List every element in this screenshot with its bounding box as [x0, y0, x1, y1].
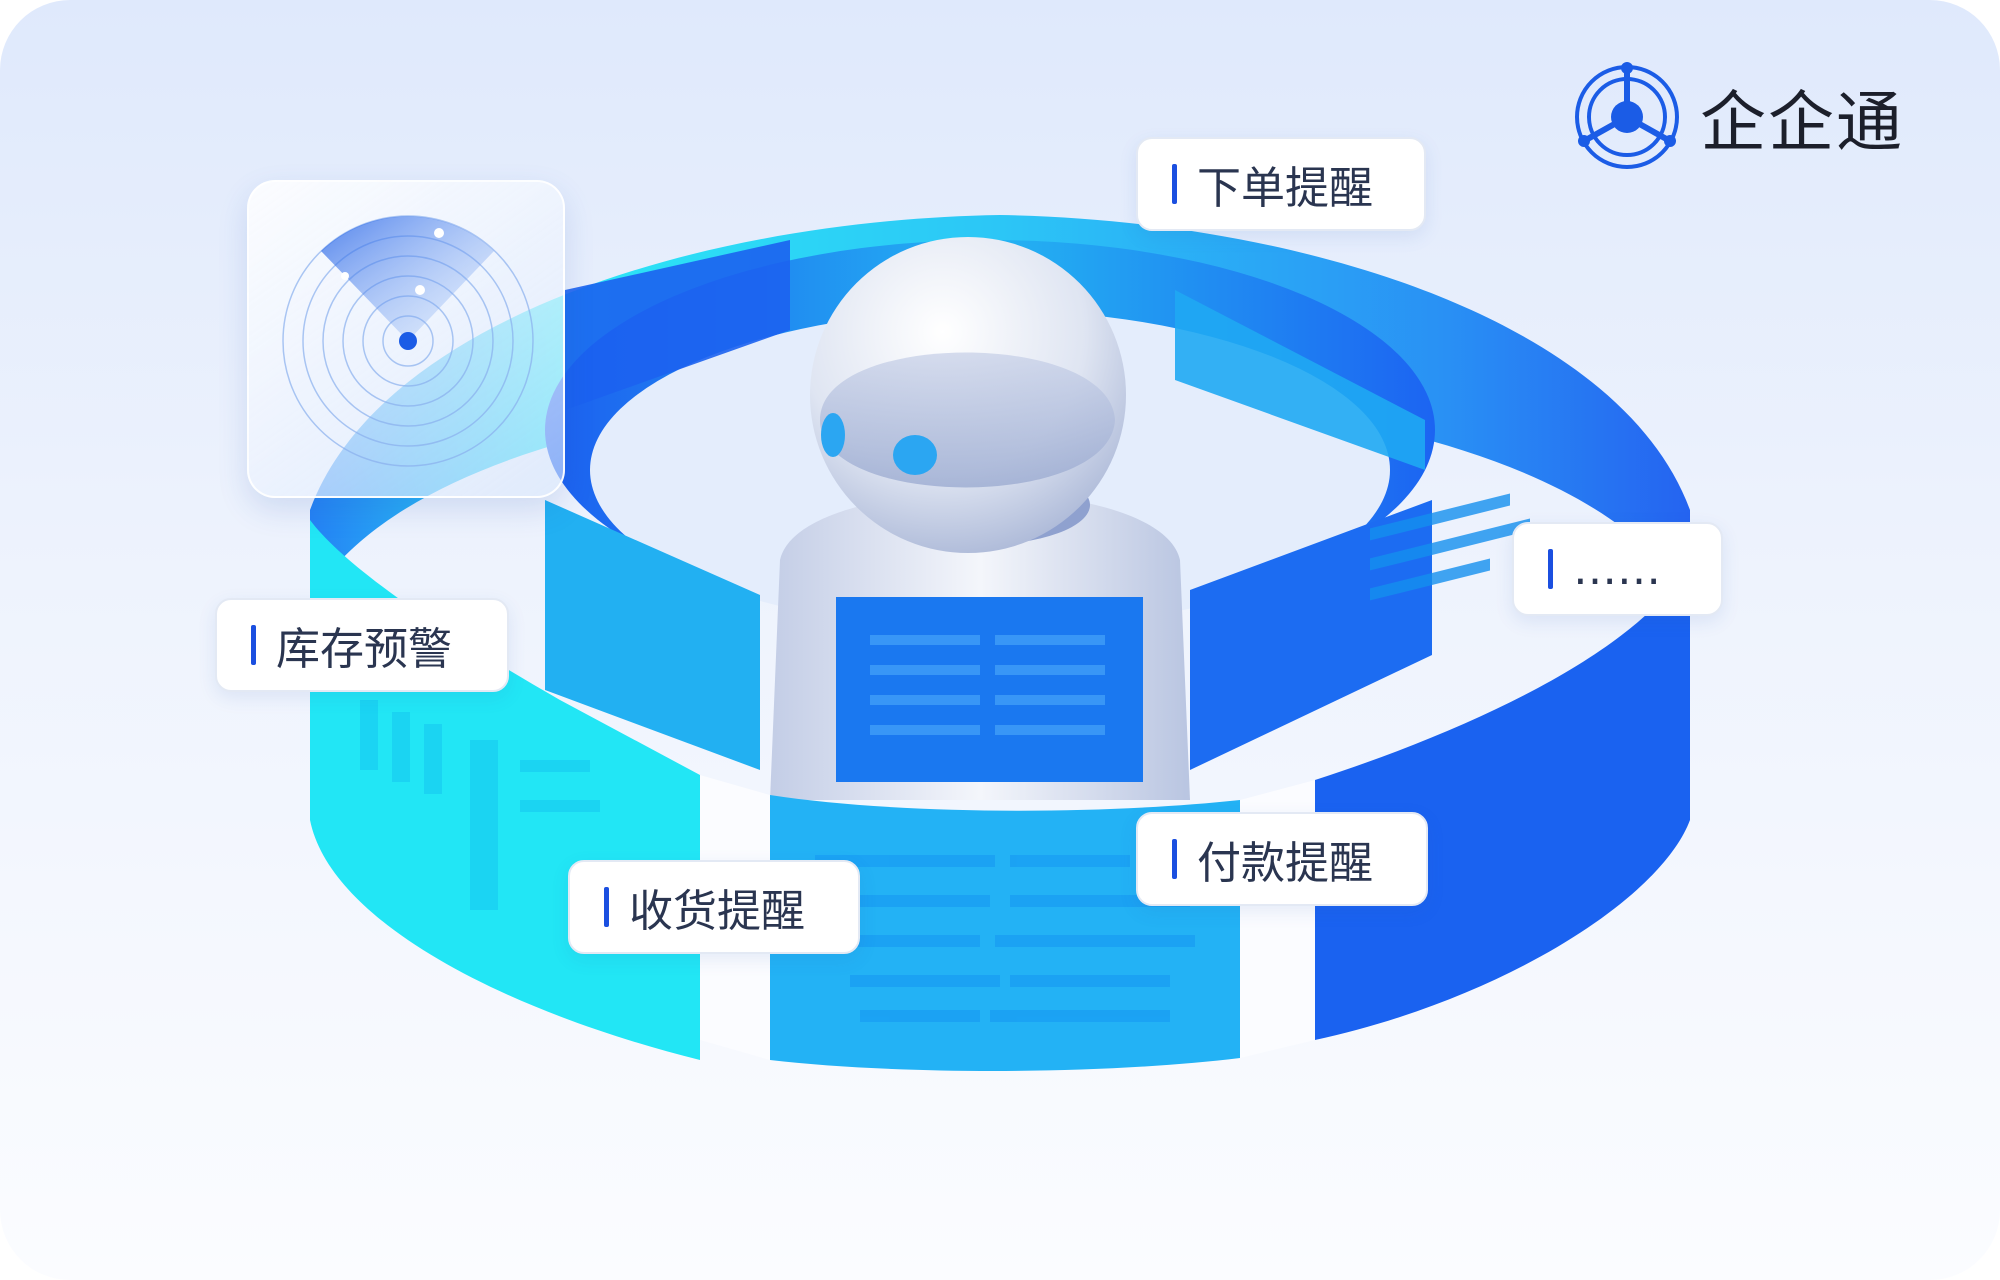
label-order-reminder: 下单提醒 — [1136, 137, 1426, 231]
radar-card — [247, 180, 565, 498]
robot-chest-panel — [836, 597, 1143, 782]
brand-logo: 企企通 — [1568, 52, 1904, 182]
label-accent-bar — [604, 887, 609, 927]
label-text: 库存预警 — [276, 624, 452, 675]
label-text: 下单提醒 — [1197, 163, 1373, 214]
inner-panel-left — [545, 500, 760, 770]
outer-panel-front-right — [1315, 560, 1690, 1040]
label-more: …… — [1512, 522, 1723, 616]
label-accent-bar — [1172, 164, 1177, 204]
label-text: …… — [1573, 543, 1661, 595]
label-text: 收货提醒 — [629, 886, 805, 937]
label-payment-reminder: 付款提醒 — [1136, 812, 1428, 906]
label-inventory-warning: 库存预警 — [215, 598, 509, 692]
brand-name: 企企通 — [1700, 84, 1904, 161]
label-accent-bar — [1548, 549, 1553, 589]
network-hub-icon — [1575, 62, 1679, 169]
label-text: 付款提醒 — [1197, 838, 1373, 889]
label-accent-bar — [251, 625, 256, 665]
radar-icon — [282, 215, 534, 467]
label-receipt-reminder: 收货提醒 — [568, 860, 860, 954]
label-accent-bar — [1172, 839, 1177, 879]
